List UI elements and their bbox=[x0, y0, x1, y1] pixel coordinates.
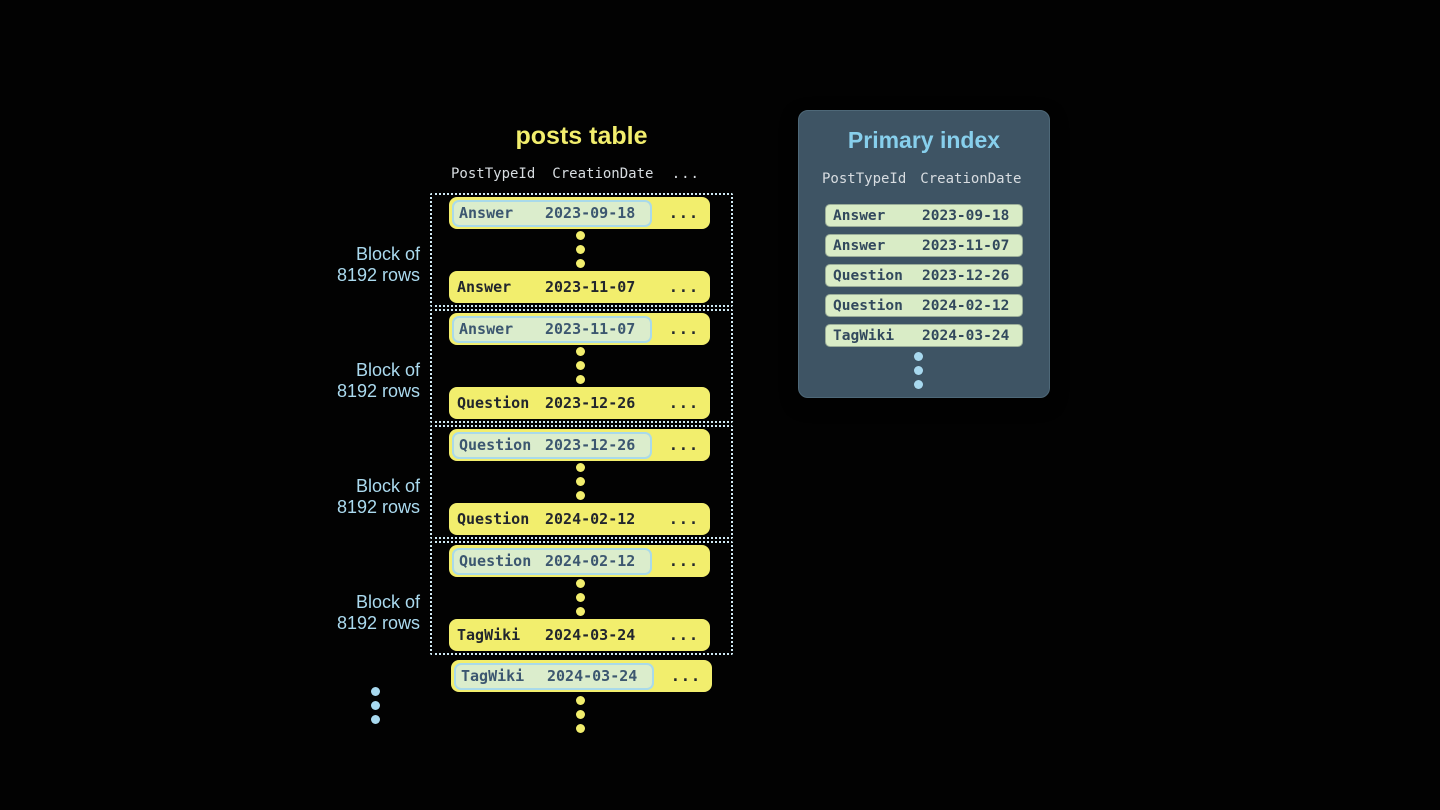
row-creationdate: 2023-12-26 bbox=[545, 436, 636, 454]
column-header-posttypeid: PostTypeId bbox=[822, 171, 907, 187]
entry-creationdate: 2024-02-12 bbox=[922, 297, 1010, 314]
column-header-creationdate: CreationDate bbox=[552, 166, 654, 182]
index-mark-highlight: Answer 2023-09-18 bbox=[452, 199, 652, 227]
row-more: ... bbox=[668, 320, 699, 338]
row-creationdate: 2023-11-07 bbox=[545, 320, 636, 338]
index-mark-highlight: TagWiki 2024-03-24 bbox=[454, 662, 654, 690]
index-mark-highlight: Question 2024-02-12 bbox=[452, 547, 652, 575]
index-entry: Answer 2023-11-07 bbox=[825, 234, 1023, 257]
entry-creationdate: 2024-03-24 bbox=[922, 327, 1010, 344]
row-values: TagWiki 2024-03-24 bbox=[457, 626, 635, 644]
table-row: Answer 2023-11-07 ... bbox=[449, 313, 710, 345]
row-posttypeid: Question bbox=[457, 394, 530, 412]
vertical-ellipsis-icon bbox=[576, 231, 585, 268]
row-posttypeid: TagWiki bbox=[461, 667, 525, 685]
posts-table-column-headers: PostTypeId CreationDate ... bbox=[451, 166, 712, 182]
row-values: Answer 2023-11-07 bbox=[457, 278, 635, 296]
row-posttypeid: Answer bbox=[459, 204, 514, 222]
index-mark-highlight: Answer 2023-11-07 bbox=[452, 315, 652, 343]
column-header-creationdate: CreationDate bbox=[920, 171, 1022, 187]
table-row: TagWiki 2024-03-24 ... bbox=[449, 619, 710, 651]
row-posttypeid: Question bbox=[459, 552, 532, 570]
row-posttypeid: Question bbox=[459, 436, 532, 454]
row-creationdate: 2024-03-24 bbox=[547, 667, 638, 685]
table-row: Question 2023-12-26 ... bbox=[449, 387, 710, 419]
block-size-label: Block of 8192 rows bbox=[336, 476, 420, 517]
table-row: Question 2023-12-26 ... bbox=[449, 429, 710, 461]
block-3: Question 2023-12-26 ... Question 2024-02… bbox=[430, 425, 733, 539]
row-creationdate: 2024-02-12 bbox=[545, 510, 636, 528]
primary-index-title: Primary index bbox=[847, 127, 1001, 153]
vertical-ellipsis-icon bbox=[914, 352, 923, 389]
row-creationdate: 2024-02-12 bbox=[545, 552, 636, 570]
column-header-more: ... bbox=[671, 166, 700, 182]
row-posttypeid: Question bbox=[457, 510, 530, 528]
row-values: Question 2024-02-12 bbox=[457, 510, 635, 528]
row-more: ... bbox=[668, 278, 699, 296]
row-posttypeid: Answer bbox=[459, 320, 514, 338]
row-more: ... bbox=[668, 552, 699, 570]
vertical-ellipsis-icon bbox=[576, 579, 585, 616]
entry-posttypeid: Question bbox=[833, 297, 903, 314]
table-row: Answer 2023-11-07 ... bbox=[449, 271, 710, 303]
block-size-label: Block of 8192 rows bbox=[336, 244, 420, 285]
row-more: ... bbox=[668, 626, 699, 644]
entry-posttypeid: Answer bbox=[833, 237, 886, 254]
row-posttypeid: Answer bbox=[457, 278, 512, 296]
vertical-ellipsis-icon bbox=[576, 463, 585, 500]
row-more: ... bbox=[668, 510, 699, 528]
vertical-ellipsis-icon bbox=[576, 347, 585, 384]
row-creationdate: 2023-12-26 bbox=[545, 394, 636, 412]
row-creationdate: 2024-03-24 bbox=[545, 626, 636, 644]
block-1: Answer 2023-09-18 ... Answer 2023-11-07 … bbox=[430, 193, 733, 307]
row-more: ... bbox=[668, 204, 699, 222]
row-creationdate: 2023-09-18 bbox=[545, 204, 636, 222]
table-row: TagWiki 2024-03-24 ... bbox=[451, 660, 712, 692]
index-entry: Question 2024-02-12 bbox=[825, 294, 1023, 317]
primary-index-panel: Primary index PostTypeId CreationDate An… bbox=[798, 110, 1050, 398]
index-entry: Answer 2023-09-18 bbox=[825, 204, 1023, 227]
row-posttypeid: TagWiki bbox=[457, 626, 521, 644]
block-size-label: Block of 8192 rows bbox=[336, 360, 420, 401]
row-creationdate: 2023-11-07 bbox=[545, 278, 636, 296]
row-more: ... bbox=[668, 436, 699, 454]
index-entry: Question 2023-12-26 bbox=[825, 264, 1023, 287]
column-header-posttypeid: PostTypeId bbox=[451, 166, 536, 182]
primary-index-column-headers: PostTypeId CreationDate bbox=[822, 171, 1021, 187]
block-2: Answer 2023-11-07 ... Question 2023-12-2… bbox=[430, 309, 733, 423]
more-blocks-ellipsis-icon bbox=[371, 687, 380, 724]
row-more: ... bbox=[670, 667, 701, 685]
index-mark-highlight: Question 2023-12-26 bbox=[452, 431, 652, 459]
table-row: Question 2024-02-12 ... bbox=[449, 545, 710, 577]
vertical-ellipsis-icon bbox=[576, 696, 585, 733]
block-4: Question 2024-02-12 ... TagWiki 2024-03-… bbox=[430, 541, 733, 655]
entry-posttypeid: Question bbox=[833, 267, 903, 284]
row-values: Question 2023-12-26 bbox=[457, 394, 635, 412]
index-entry: TagWiki 2024-03-24 bbox=[825, 324, 1023, 347]
posts-table-title: posts table bbox=[515, 122, 648, 150]
row-more: ... bbox=[668, 394, 699, 412]
block-size-label: Block of 8192 rows bbox=[336, 592, 420, 633]
entry-creationdate: 2023-12-26 bbox=[922, 267, 1010, 284]
entry-creationdate: 2023-11-07 bbox=[922, 237, 1010, 254]
table-row: Question 2024-02-12 ... bbox=[449, 503, 710, 535]
entry-creationdate: 2023-09-18 bbox=[922, 207, 1010, 224]
entry-posttypeid: Answer bbox=[833, 207, 886, 224]
entry-posttypeid: TagWiki bbox=[833, 327, 895, 344]
table-row: Answer 2023-09-18 ... bbox=[449, 197, 710, 229]
